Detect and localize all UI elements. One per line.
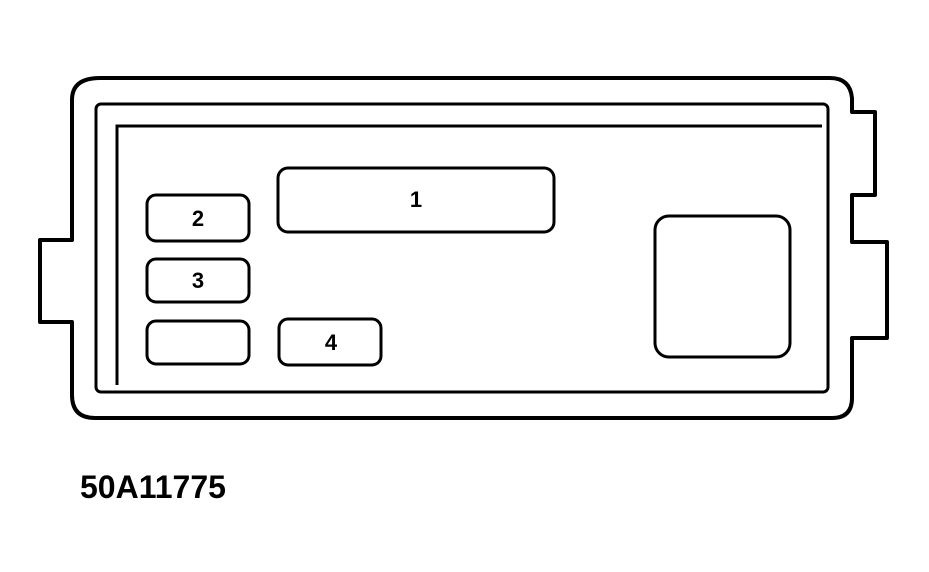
inner-frame xyxy=(94,102,830,394)
slot-1 xyxy=(276,166,556,234)
slot-empty xyxy=(145,319,251,366)
inner-lip xyxy=(115,124,822,385)
slot-4 xyxy=(277,317,383,367)
relay-slot xyxy=(653,214,792,359)
slot-2 xyxy=(145,193,251,243)
housing-outline xyxy=(38,76,889,420)
slot-2-label: 2 xyxy=(192,206,204,231)
slot-3 xyxy=(145,257,251,304)
slot-3-label: 3 xyxy=(192,268,204,293)
figure-code: 50A11775 xyxy=(80,469,226,505)
slot-4-label: 4 xyxy=(325,330,338,355)
slot-1-label: 1 xyxy=(410,187,422,212)
